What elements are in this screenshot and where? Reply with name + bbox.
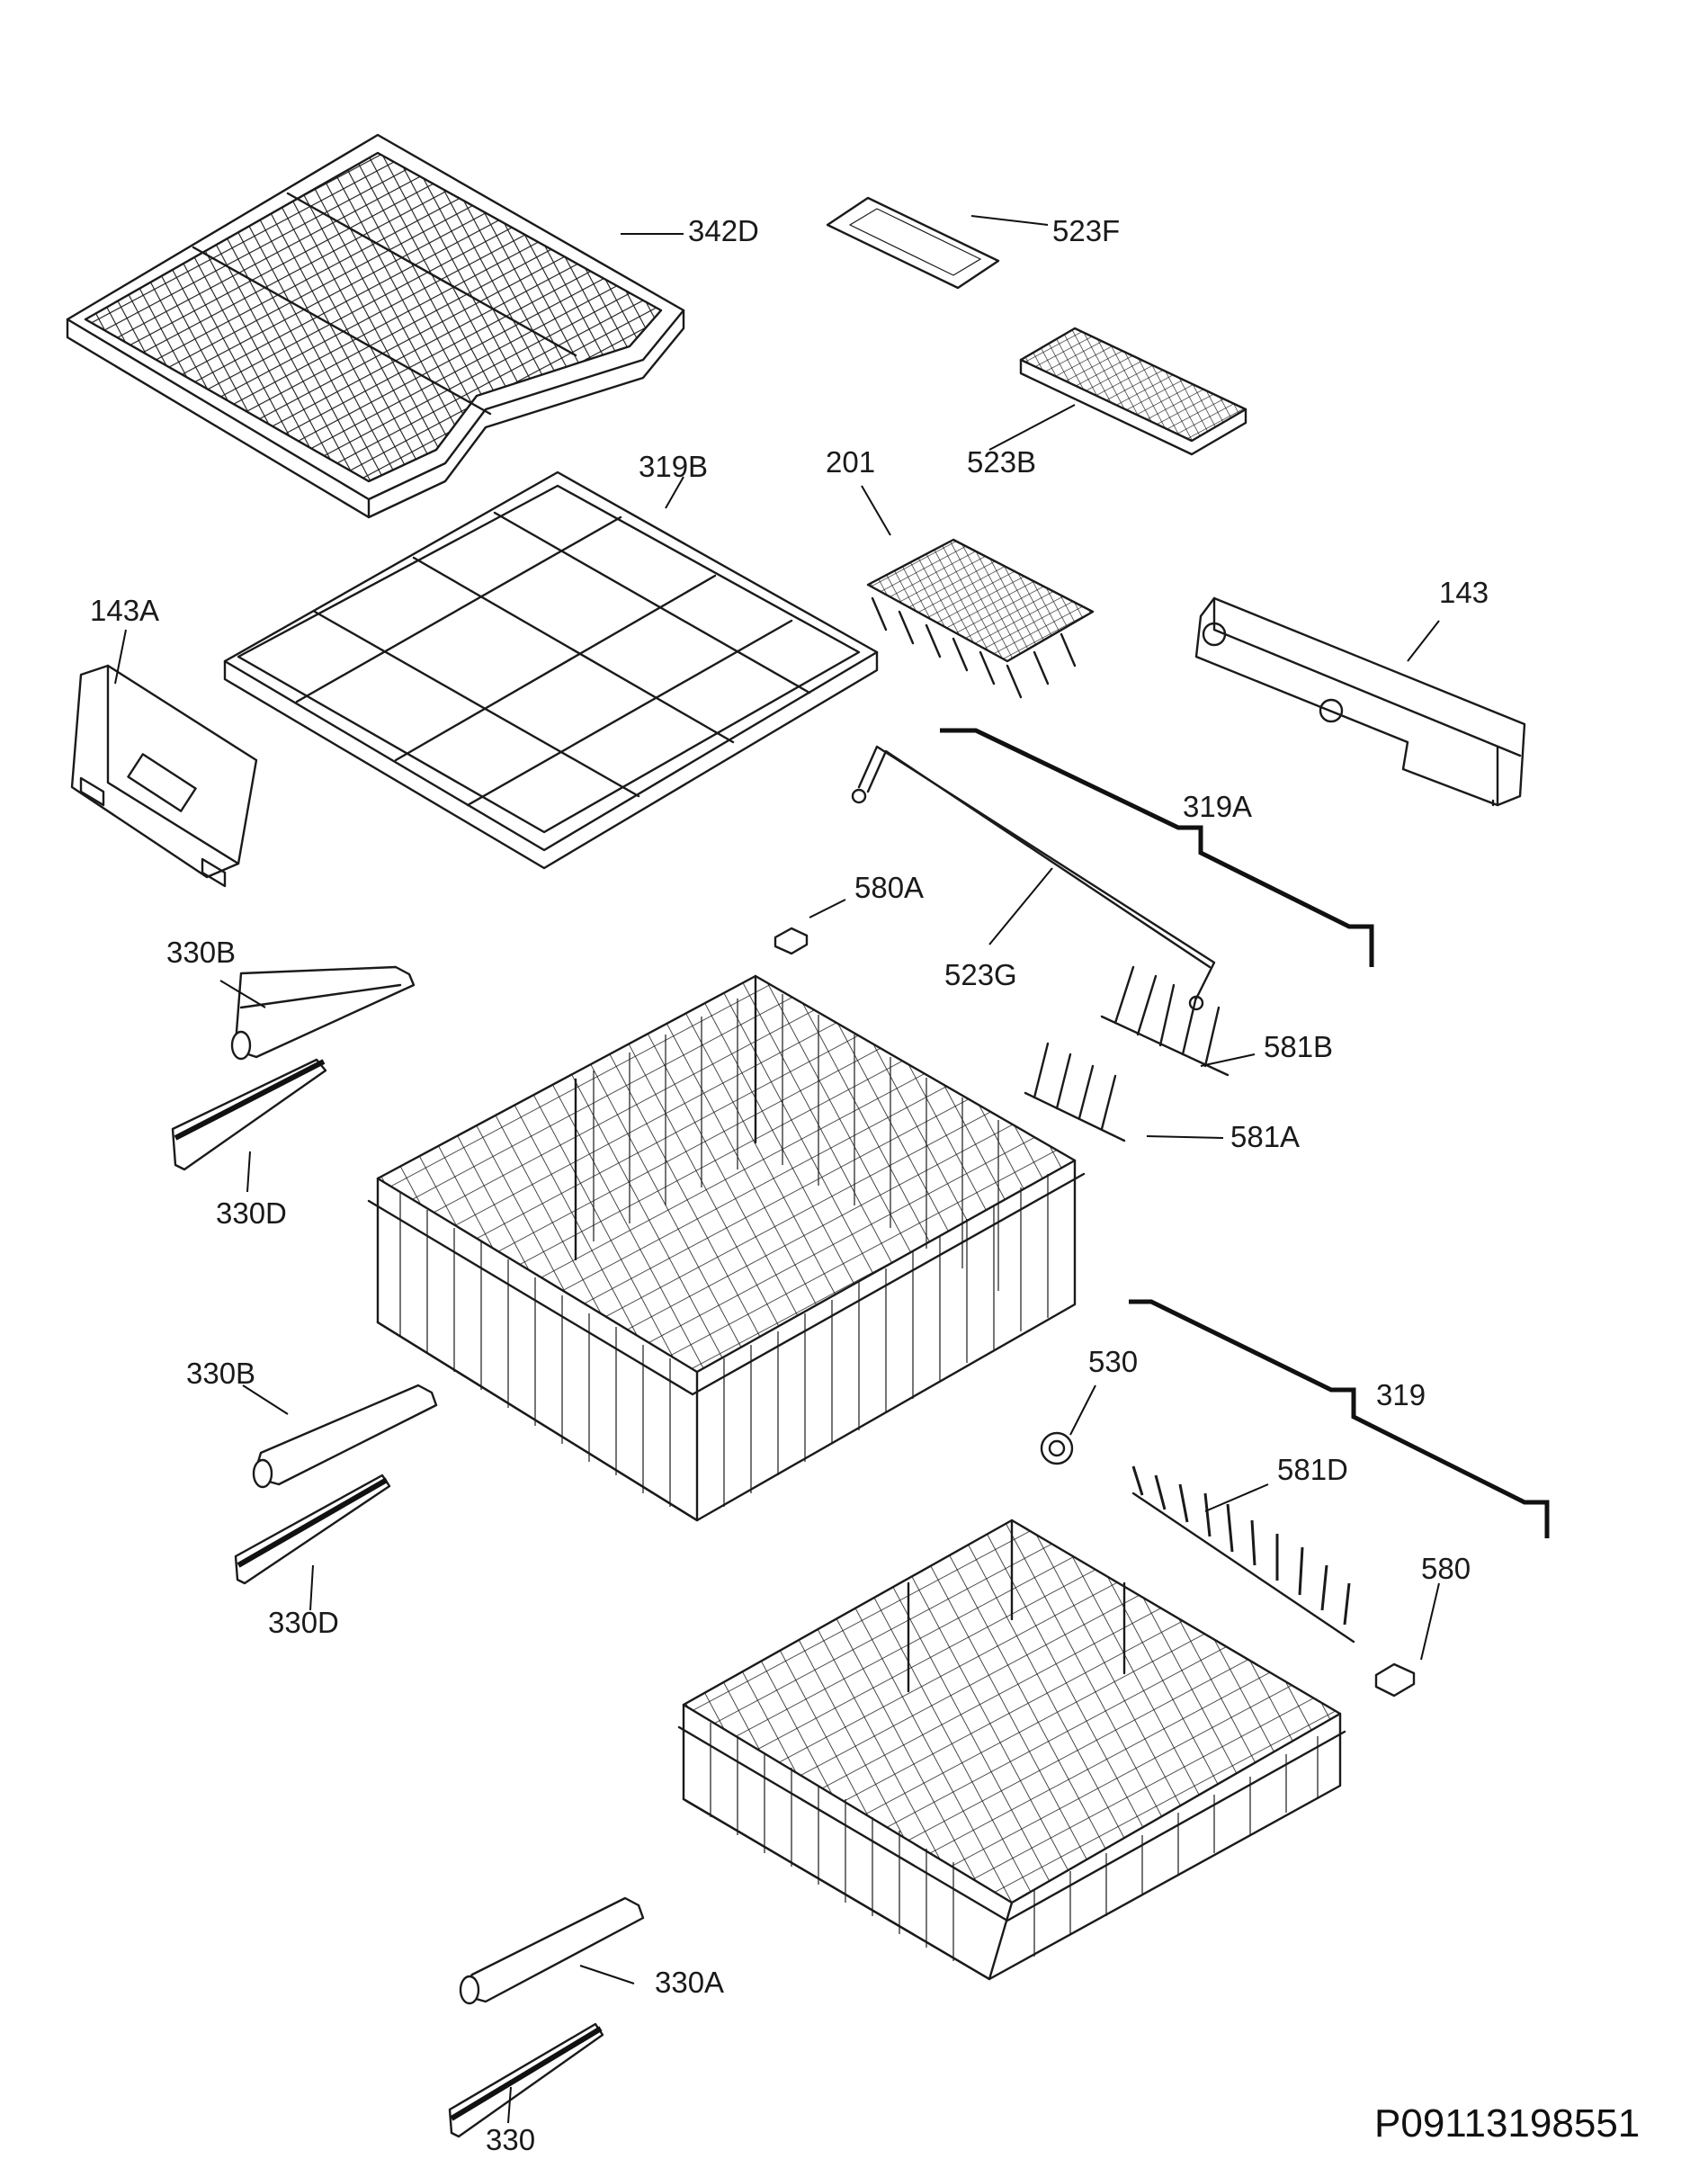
label-330A: 330A: [655, 1966, 724, 1999]
label-523B: 523B: [967, 445, 1036, 479]
part-581A-tines: [1024, 1042, 1126, 1142]
part-330D-lower-strip: [234, 1474, 391, 1585]
leader-523B: [988, 404, 1076, 451]
leader-580A: [809, 899, 846, 918]
part-201-folding-tines: [866, 538, 1095, 699]
label-330: 330: [486, 2123, 535, 2156]
label-580: 580: [1421, 1552, 1471, 1585]
leader-580: [1420, 1582, 1440, 1661]
label-319A: 319A: [1183, 790, 1252, 823]
part-upper-basket: [367, 974, 1086, 1522]
part-342D-cutlery-tray: [66, 133, 685, 519]
leader-201: [861, 485, 891, 536]
label-530: 530: [1088, 1345, 1138, 1378]
leader-330D-lower: [309, 1564, 314, 1611]
part-330D-upper-strip: [171, 1058, 327, 1171]
leader-lines: [114, 215, 1440, 2124]
label-319: 319: [1376, 1378, 1426, 1411]
leader-523G: [988, 867, 1053, 945]
leader-330B-lower: [242, 1384, 289, 1415]
leader-319B: [665, 476, 684, 509]
part-319-rail: [1129, 1299, 1550, 1538]
label-330B-upper: 330B: [166, 936, 236, 969]
leader-330: [507, 2086, 512, 2124]
label-330D-lower: 330D: [268, 1606, 339, 1639]
leader-330B-upper: [219, 980, 266, 1008]
leader-330D-upper: [246, 1151, 251, 1193]
leader-530: [1069, 1384, 1096, 1436]
leader-143A: [114, 629, 127, 685]
label-319B: 319B: [639, 450, 708, 483]
leader-581A: [1146, 1135, 1224, 1139]
label-201: 201: [826, 445, 875, 479]
label-143A: 143A: [90, 594, 159, 627]
label-581B: 581B: [1264, 1030, 1333, 1063]
part-lower-basket: [677, 1518, 1346, 1981]
part-581B-tines: [1100, 965, 1230, 1077]
leader-330A: [579, 1965, 635, 1984]
label-330B-lower: 330B: [186, 1357, 255, 1390]
label-330D-upper: 330D: [216, 1196, 287, 1230]
drawing-number: P09113198551: [1374, 2101, 1640, 2146]
part-330-strip: [448, 2022, 604, 2138]
label-581A: 581A: [1230, 1120, 1300, 1153]
leader-581D: [1204, 1483, 1269, 1512]
part-143A-bracket: [70, 664, 258, 888]
part-330A-tube: [459, 1896, 645, 2005]
label-580A: 580A: [854, 871, 924, 904]
leader-523F: [970, 215, 1049, 226]
label-143: 143: [1439, 576, 1489, 609]
part-580A-clip: [774, 927, 809, 955]
part-319A-rail: [940, 728, 1374, 967]
part-530-wheel: [1040, 1431, 1074, 1465]
leader-143: [1407, 620, 1440, 662]
part-330B-lower-tube: [252, 1384, 438, 1489]
label-581D: 581D: [1277, 1453, 1348, 1486]
part-523F-plate: [826, 196, 1000, 290]
label-523G: 523G: [944, 958, 1017, 991]
label-342D: 342D: [688, 214, 759, 247]
part-330B-upper-tube: [230, 965, 416, 1061]
part-labels: 342D 523F 523B 319B 201 143A 143 319A 58…: [90, 214, 1489, 2156]
part-581D-tine-row: [1131, 1465, 1355, 1644]
part-319B-rack-frame: [223, 470, 879, 870]
part-143-long-bracket: [1194, 596, 1526, 807]
part-580-clip: [1374, 1662, 1416, 1698]
label-523F: 523F: [1052, 214, 1120, 247]
leader-581B: [1200, 1053, 1256, 1067]
part-523B-holder: [1019, 327, 1247, 456]
